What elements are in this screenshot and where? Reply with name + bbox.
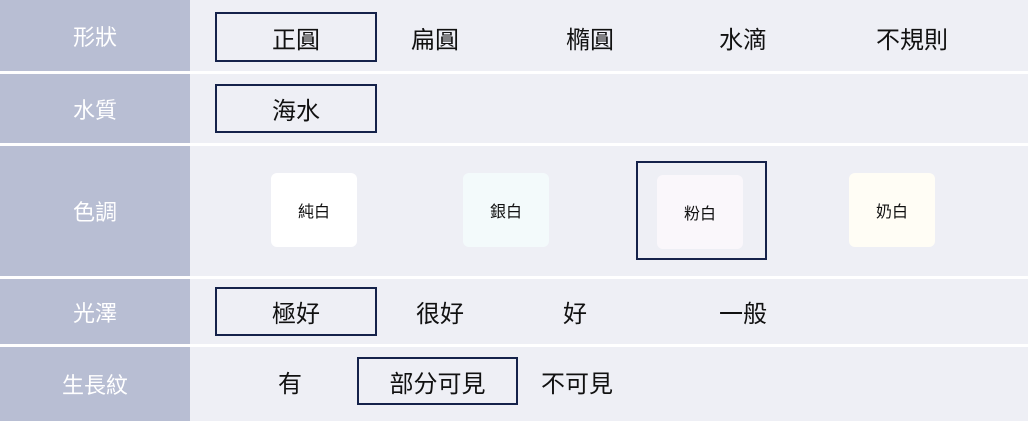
option-luster-2[interactable]: 好 [563,300,587,328]
option-luster-0[interactable]: 極好 [215,287,377,336]
tone-option-1[interactable]: 銀白 [454,161,562,259]
row-growth: 生長紋 有 部分可見 不可見 [0,347,1028,421]
option-shape-1[interactable]: 扁圓 [411,25,459,54]
row-label-shape: 形狀 [0,0,190,71]
option-luster-1[interactable]: 很好 [416,300,464,328]
option-growth-2[interactable]: 不可見 [541,369,613,398]
row-label-luster: 光澤 [0,279,190,344]
row-label-growth: 生長紋 [0,347,190,421]
tone-swatch-pure-white: 純白 [271,173,357,247]
tone-option-2[interactable]: 粉白 [636,161,767,260]
option-shape-3[interactable]: 水滴 [719,25,767,54]
option-shape-0[interactable]: 正圓 [215,12,377,62]
row-label-tone: 色調 [0,146,190,276]
option-water-0[interactable]: 海水 [215,84,377,133]
option-growth-0[interactable]: 有 [278,369,302,398]
tone-option-0[interactable]: 純白 [262,161,370,259]
row-water: 水質 海水 [0,74,1028,143]
option-shape-4[interactable]: 不規則 [876,25,948,54]
option-growth-1[interactable]: 部分可見 [357,357,518,405]
option-shape-2[interactable]: 橢圓 [566,25,614,54]
row-shape: 形狀 正圓 扁圓 橢圓 水滴 不規則 [0,0,1028,71]
tone-option-3[interactable]: 奶白 [840,161,948,259]
row-label-water: 水質 [0,74,190,143]
tone-swatch-silver-white: 銀白 [463,173,549,247]
row-luster: 光澤 極好 很好 好 一般 [0,279,1028,344]
tone-swatch-cream-white: 奶白 [849,173,935,247]
row-tone: 色調 純白 銀白 粉白 奶白 [0,146,1028,276]
option-luster-3[interactable]: 一般 [719,300,767,328]
tone-swatch-pink-white: 粉白 [657,175,743,249]
